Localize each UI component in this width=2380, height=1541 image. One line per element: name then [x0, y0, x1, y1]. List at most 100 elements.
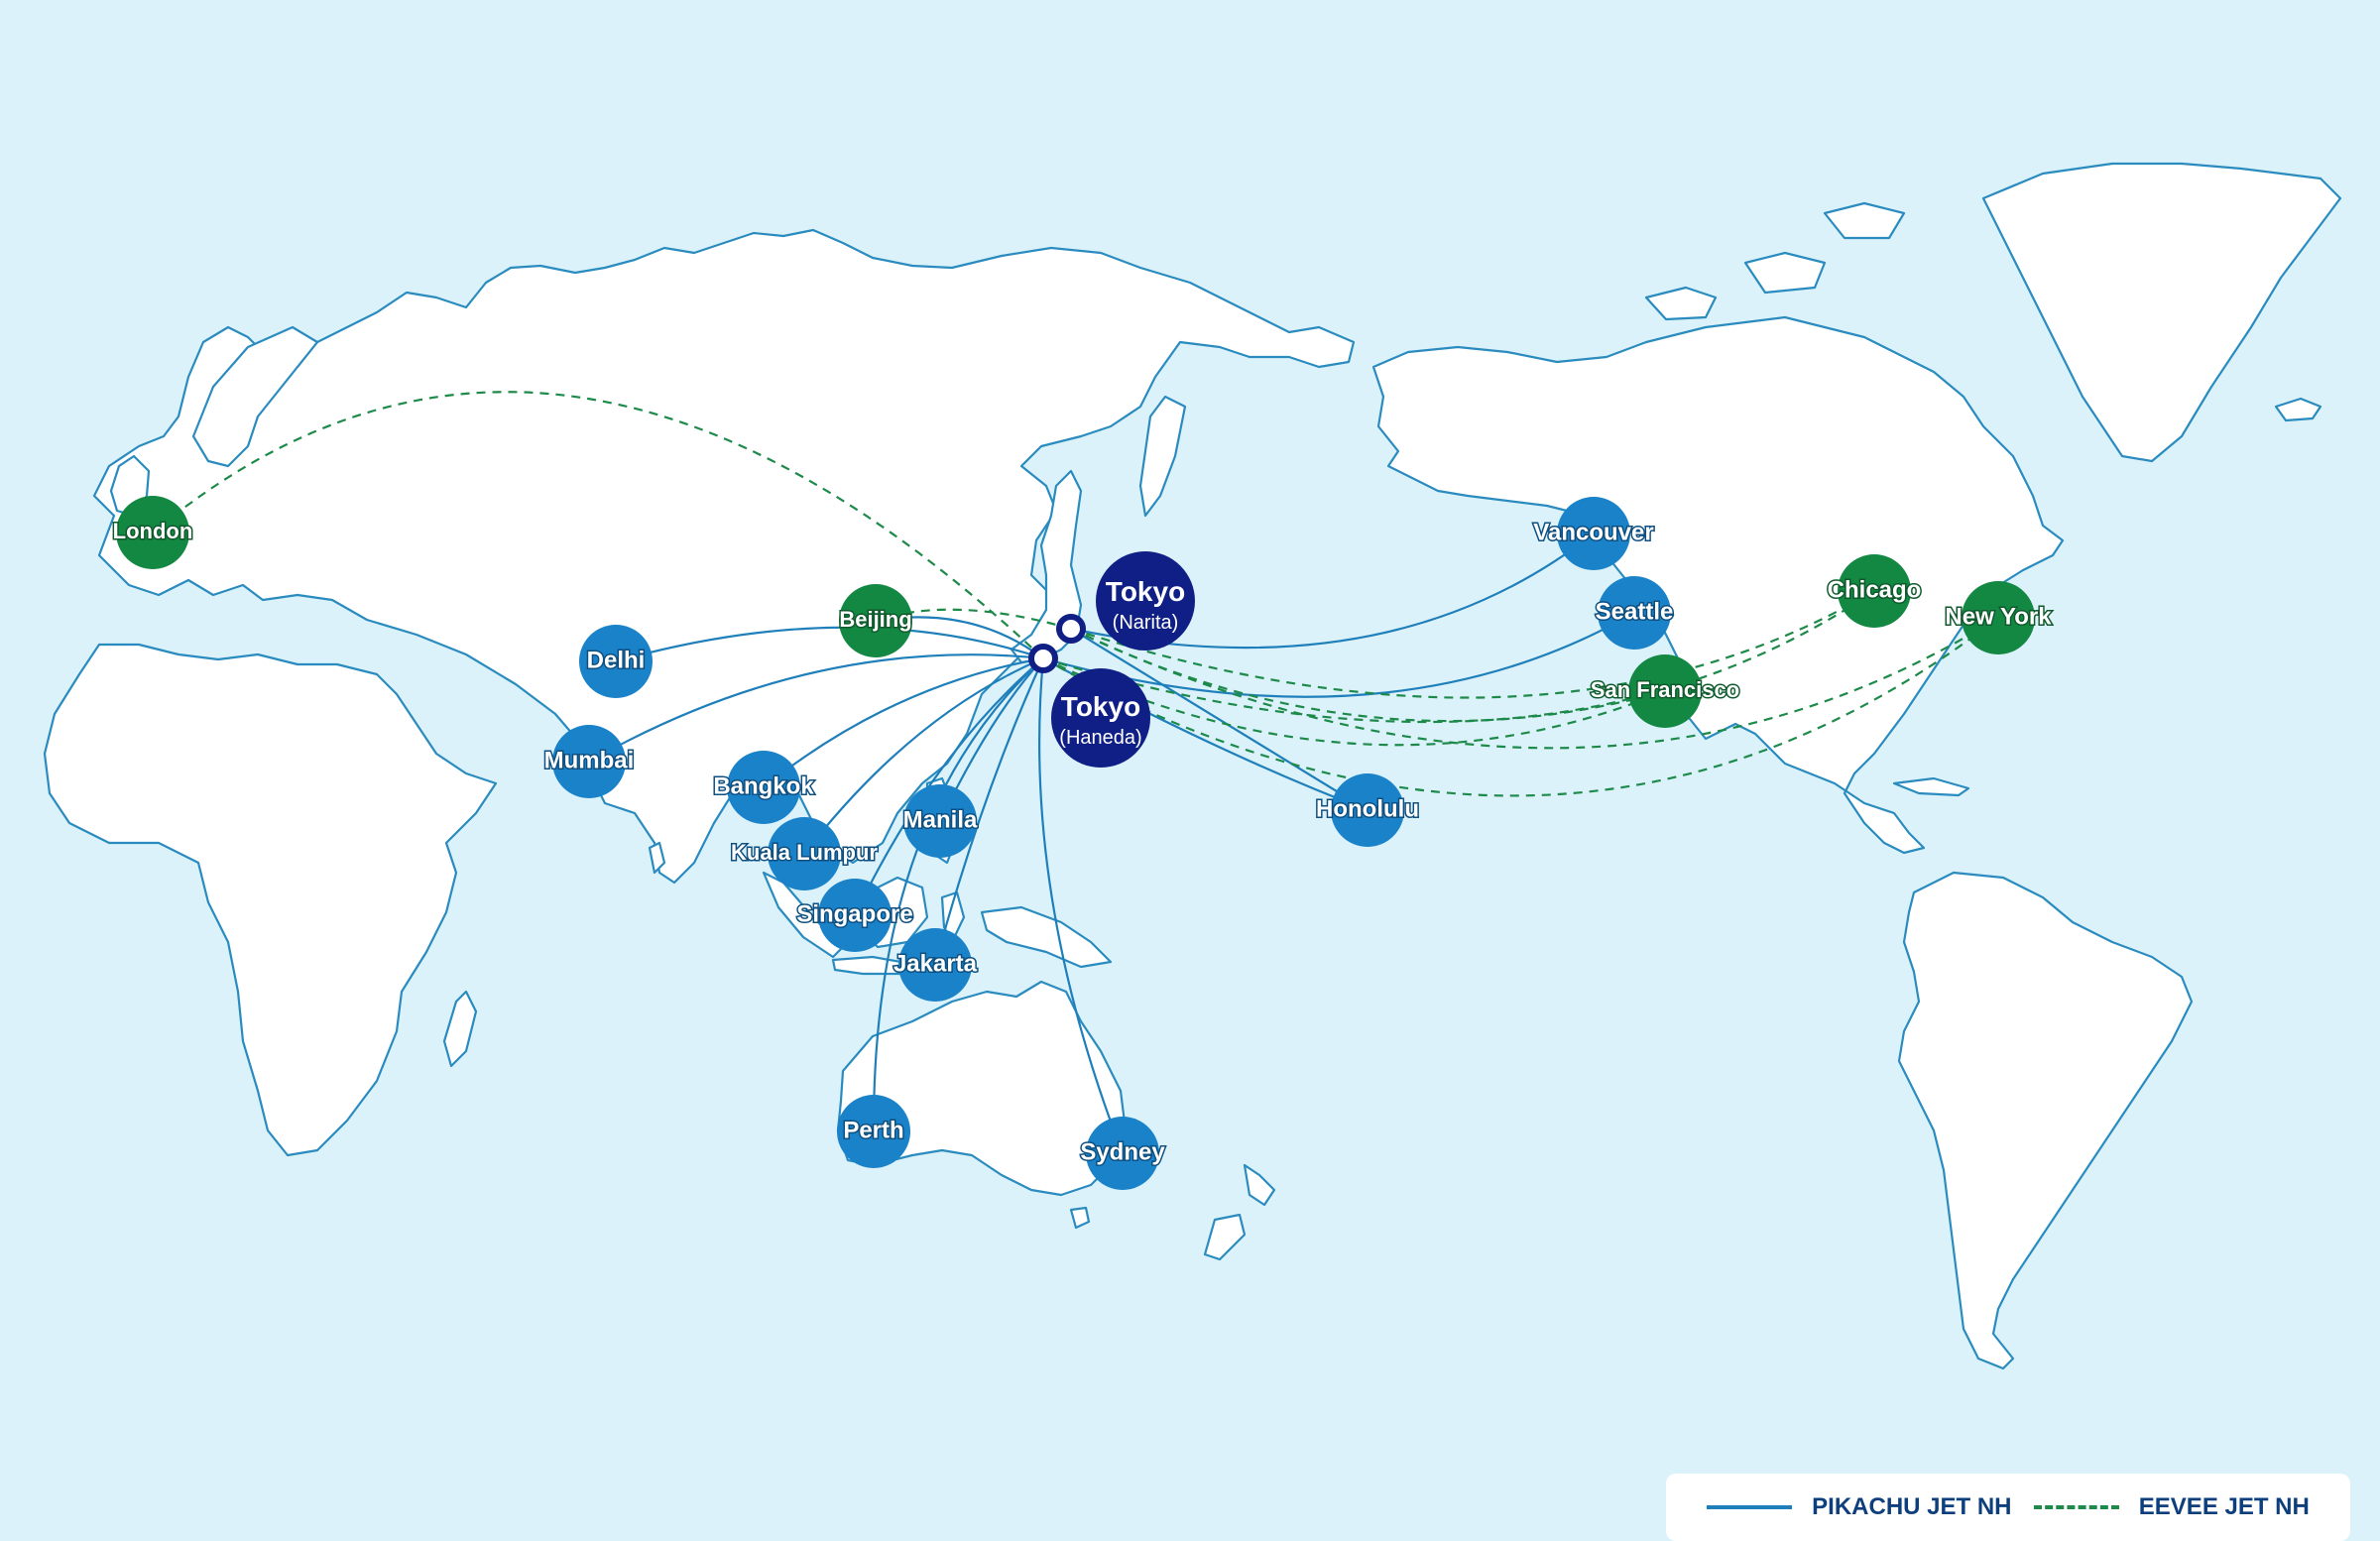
route-solid-bangkok [763, 656, 1044, 788]
landmass-greenland [1981, 162, 2342, 463]
city-marker-mumbai [552, 725, 626, 798]
route-solid-singapore [854, 657, 1044, 916]
route-solid-sydney [1037, 657, 1125, 1154]
landmass-sri-lanka [648, 841, 666, 875]
city-beijing[interactable]: Beijing [838, 584, 913, 657]
city-london[interactable]: London [111, 496, 194, 569]
city-chicago[interactable]: Chicago [1826, 554, 1923, 628]
hub-narita[interactable]: Tokyo (Narita) [1056, 551, 1195, 651]
route-solid-seattle [1042, 612, 1635, 698]
hub-narita-name: Tokyo [1106, 576, 1185, 607]
city-vancouver[interactable]: Vancouver [1532, 497, 1655, 570]
city-label-bangkok: Bangkok [713, 772, 814, 799]
hub-narita-marker [1056, 614, 1086, 644]
city-delhi[interactable]: Delhi [579, 625, 653, 698]
hub-haneda-name: Tokyo [1061, 691, 1140, 722]
landmass-tasmania [1069, 1206, 1091, 1230]
city-marker-kuala-lumpur [768, 817, 841, 890]
city-marker-seattle [1598, 576, 1671, 650]
city-label-perth: Perth [843, 1117, 903, 1143]
landmass-kamchatka [1138, 395, 1187, 518]
city-label-seattle: Seattle [1596, 598, 1674, 625]
legend-solid-label: PIKACHU JET NH [1812, 1493, 2012, 1520]
city-marker-chicago [1838, 554, 1911, 628]
hub-haneda-badge [1051, 668, 1150, 768]
route-solid-mumbai [588, 653, 1044, 763]
city-label-new-york: New York [1945, 603, 2052, 630]
route-solid-jakarta [933, 657, 1045, 966]
city-sydney[interactable]: Sydney [1079, 1117, 1167, 1190]
landmass-sulawesi [940, 890, 966, 944]
city-marker-london [116, 496, 189, 569]
city-label-chicago: Chicago [1828, 576, 1922, 603]
city-kuala-lumpur[interactable]: Kuala Lumpur [730, 817, 880, 890]
city-label-sydney: Sydney [1080, 1138, 1165, 1165]
legend-dashed-label: EEVEE JET NH [2138, 1493, 2310, 1520]
city-marker-jakarta [898, 928, 972, 1002]
city-jakarta[interactable]: Jakarta [892, 928, 979, 1002]
city-label-singapore: Singapore [796, 900, 912, 927]
city-label-vancouver: Vancouver [1533, 519, 1653, 545]
city-label-london: London [113, 519, 193, 543]
route-dashed-london [152, 391, 1044, 659]
city-label-jakarta: Jakarta [893, 950, 978, 977]
landmass-new-zealand [1203, 1163, 1276, 1261]
landmasses [43, 162, 2342, 1370]
city-label-delhi: Delhi [587, 647, 646, 673]
route-dashed-san-francisco [1070, 628, 1666, 723]
city-san-francisco[interactable]: San Francisco [1589, 654, 1741, 728]
landmass-madagascar [442, 990, 478, 1068]
city-label-beijing: Beijing [839, 607, 911, 632]
city-marker-delhi [579, 625, 653, 698]
hub-haneda-marker [1028, 644, 1058, 673]
landmass-south-america [1897, 871, 2194, 1370]
legend-item-solid: PIKACHU JET NH [1707, 1493, 2012, 1521]
city-singapore[interactable]: Singapore [795, 879, 914, 952]
city-marker-vancouver [1557, 497, 1630, 570]
city-new-york[interactable]: New York [1944, 581, 2054, 654]
city-label-san-francisco: San Francisco [1591, 677, 1739, 702]
city-marker-singapore [818, 879, 892, 952]
landmass-new-guinea [980, 905, 1113, 969]
city-perth[interactable]: Perth [837, 1095, 910, 1168]
hub-narita-sub: (Narita) [1113, 612, 1179, 634]
city-marker-perth [837, 1095, 910, 1168]
legend-solid-line [1707, 1505, 1793, 1509]
city-marker-manila [903, 784, 977, 858]
legend-item-dashed: EEVEE JET NH [2033, 1493, 2310, 1521]
city-marker-new-york [1962, 581, 2035, 654]
city-marker-sydney [1086, 1117, 1159, 1190]
city-marker-bangkok [727, 751, 800, 824]
hub-haneda[interactable]: Tokyo (Haneda) [1028, 644, 1150, 768]
city-label-mumbai: Mumbai [544, 747, 635, 773]
route-dashed-chicago [1070, 590, 1875, 699]
city-manila[interactable]: Manila [901, 784, 979, 858]
route-dashed-new-york [1042, 617, 1999, 797]
city-label-manila: Manila [903, 806, 978, 833]
landmass-sumatra [762, 871, 845, 959]
landmass-arctic-islands [1644, 201, 1906, 321]
city-honolulu[interactable]: Honolulu [1315, 773, 1420, 847]
route-solid-perth [872, 657, 1044, 1132]
city-mumbai[interactable]: Mumbai [542, 725, 636, 798]
route-solid-kuala-lumpur [803, 656, 1044, 855]
hub-haneda-sub: (Haneda) [1059, 727, 1141, 749]
city-seattle[interactable]: Seattle [1594, 576, 1675, 650]
route-solid-honolulu [1070, 628, 1368, 811]
legend-dashed-line [2033, 1505, 2119, 1509]
landmass-iceland [2274, 397, 2322, 422]
route-dashed-new-york [1070, 617, 1999, 750]
city-marker-san-francisco [1628, 654, 1702, 728]
city-label-kuala-lumpur: Kuala Lumpur [731, 840, 878, 865]
landmass-scandinavia [191, 325, 319, 468]
city-marker-beijing [839, 584, 912, 657]
hub-narita-badge [1096, 551, 1195, 651]
city-marker-honolulu [1331, 773, 1404, 847]
landmass-africa [43, 643, 498, 1157]
landmass-cuba [1892, 776, 1970, 797]
legend: PIKACHU JET NH EEVEE JET NH [1666, 1474, 2350, 1541]
city-bangkok[interactable]: Bangkok [712, 751, 816, 824]
